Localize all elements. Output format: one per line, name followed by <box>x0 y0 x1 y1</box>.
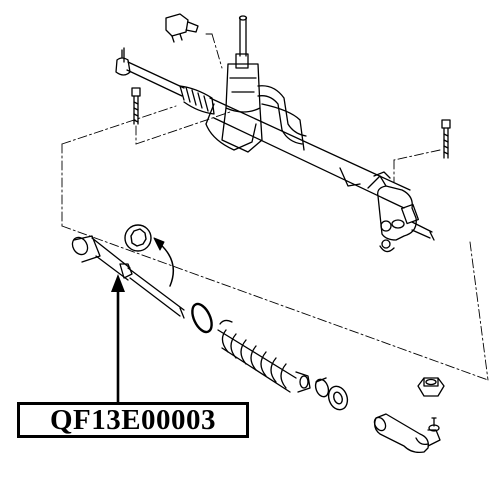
assembly-dashed-frame <box>61 33 489 381</box>
o-ring <box>191 302 213 334</box>
part-number-label: QF13E00003 <box>17 402 249 438</box>
castle-nut <box>417 377 445 397</box>
steering-rack-assembly <box>115 15 435 253</box>
tie-rod <box>71 235 185 319</box>
snap-ring <box>124 224 152 252</box>
dust-boot <box>217 319 311 393</box>
curved-arrow-head <box>153 237 165 251</box>
mounting-bolt-left <box>131 87 141 125</box>
curved-arrow <box>159 243 175 287</box>
leader-arrow-head <box>111 274 125 292</box>
mounting-bolt-right <box>441 119 451 159</box>
sensor-plug <box>165 13 199 43</box>
tie-rod-end <box>373 413 441 454</box>
boot-clamp <box>314 377 330 398</box>
lock-nut <box>327 385 349 411</box>
